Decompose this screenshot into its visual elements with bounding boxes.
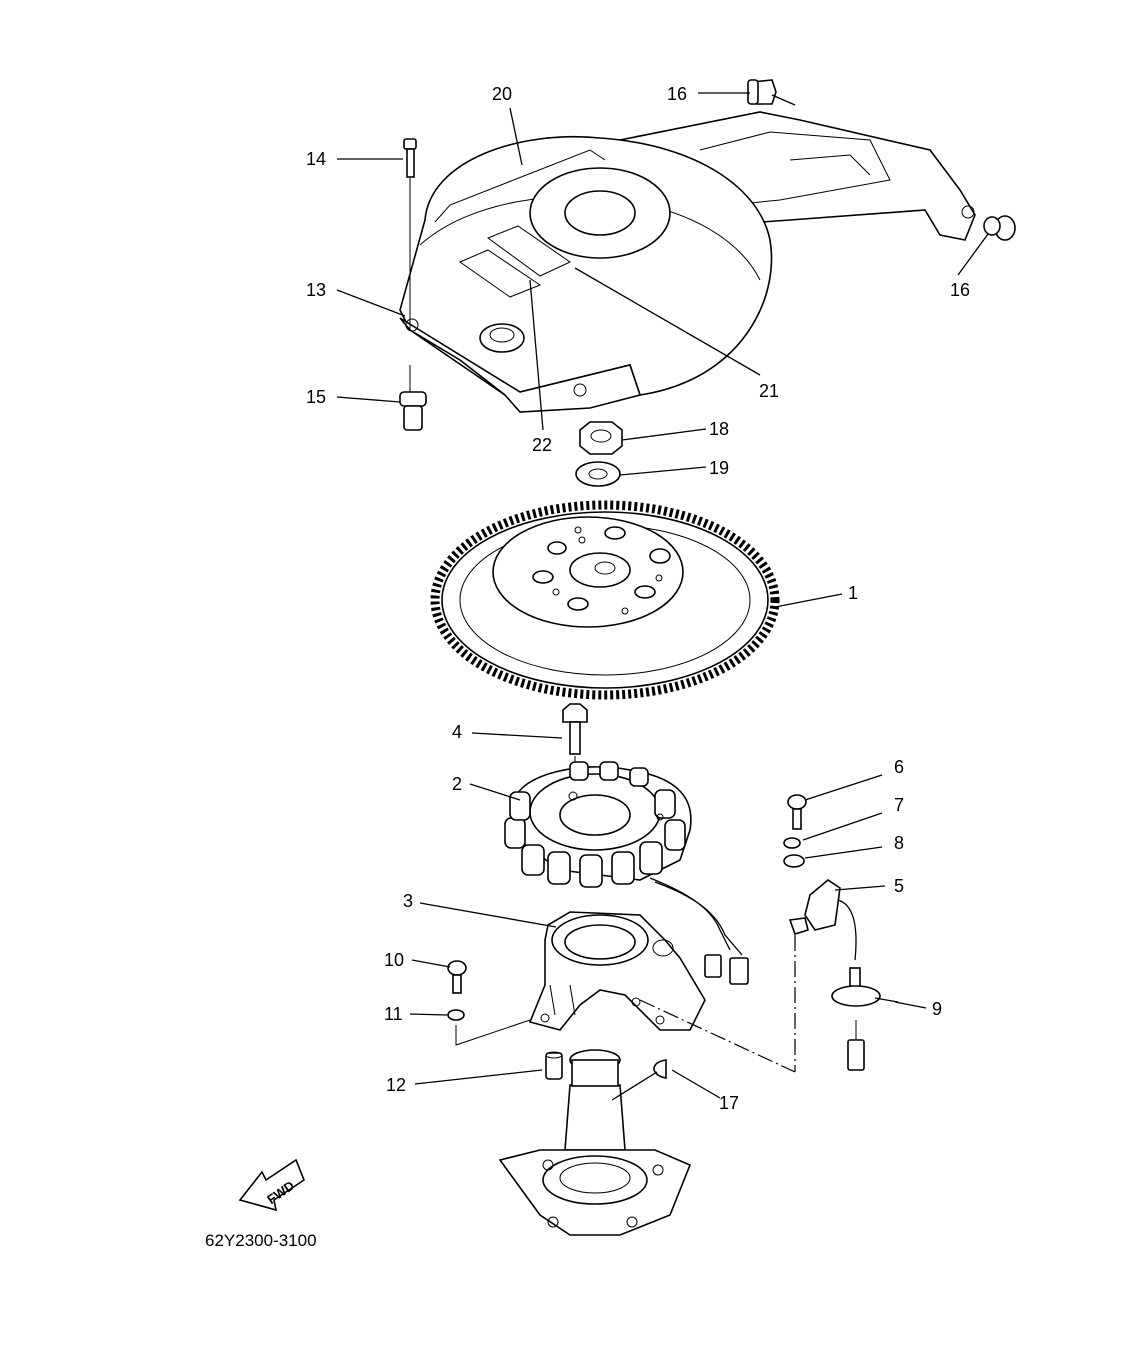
callout-19: 19 — [709, 458, 729, 478]
callout-16-side: 16 — [950, 280, 970, 300]
collar-12 — [545, 1051, 563, 1080]
grommet-16-top — [747, 79, 777, 105]
washer-11 — [447, 1009, 531, 1046]
flywheel-1 — [430, 500, 780, 700]
callout-15: 15 — [306, 387, 326, 407]
callout-5: 5 — [894, 876, 904, 896]
diagram-code: 62Y2300-3100 — [205, 1231, 317, 1250]
callout-4: 4 — [452, 722, 462, 742]
callout-2: 2 — [452, 774, 462, 794]
callout-9: 9 — [932, 999, 942, 1019]
callout-18: 18 — [709, 419, 729, 439]
callout-11: 11 — [384, 1004, 403, 1024]
flywheel-cover — [399, 111, 976, 413]
callout-8: 8 — [894, 833, 904, 853]
callout-13: 13 — [306, 280, 326, 300]
woodruff-key-17 — [653, 1059, 667, 1079]
collar-15 — [399, 365, 427, 431]
fwd-arrow-icon: FWD — [238, 1158, 305, 1212]
callout-16-top: 16 — [667, 84, 687, 104]
washer-7 — [783, 837, 801, 849]
callout-labels: 20 16 16 14 13 15 21 22 18 19 1 4 2 6 7 … — [306, 84, 970, 1113]
callout-22: 22 — [532, 435, 552, 455]
callout-1: 1 — [848, 583, 858, 603]
stator-2 — [504, 761, 749, 985]
washer-19 — [575, 461, 621, 487]
callout-17: 17 — [719, 1093, 739, 1113]
crankshaft-housing — [498, 1049, 692, 1236]
bolt-14 — [403, 138, 417, 330]
washer-8 — [783, 854, 805, 868]
base-plate-3 — [528, 911, 706, 1031]
callout-14: 14 — [306, 149, 326, 169]
callout-10: 10 — [384, 950, 404, 970]
grommet-16-side — [983, 215, 1016, 241]
screw-10 — [447, 960, 467, 994]
callout-7: 7 — [894, 795, 904, 815]
nut-18 — [579, 421, 623, 455]
callout-6: 6 — [894, 757, 904, 777]
pulser-coil-5 — [788, 879, 865, 1071]
screw-6 — [787, 794, 807, 830]
clamp-9 — [831, 985, 899, 1007]
leader-lines — [336, 92, 989, 1101]
callout-3: 3 — [403, 891, 413, 911]
callout-21: 21 — [759, 381, 779, 401]
callout-12: 12 — [386, 1075, 406, 1095]
callout-20: 20 — [492, 84, 512, 104]
